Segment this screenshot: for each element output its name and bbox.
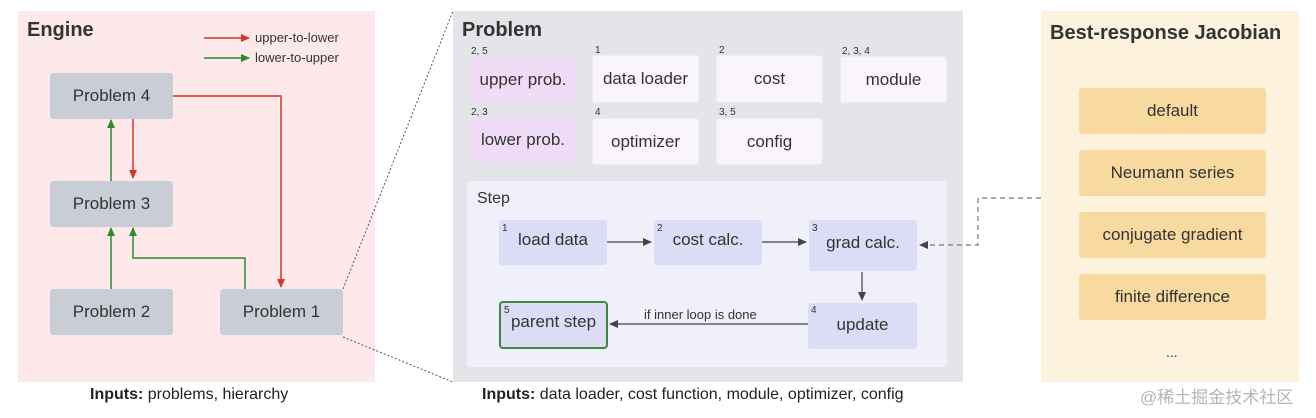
jacobian-panel [1041,11,1299,382]
step-load-data[interactable]: 1 load data [499,220,607,265]
step-sup-update: 4 [811,305,817,316]
component-upper-prob[interactable]: upper prob. [471,57,575,103]
jacobian-title: Best-response Jacobian [1050,22,1282,44]
zoom-line-top [342,10,454,290]
component-optimizer[interactable]: optimizer [592,118,699,165]
step-label-grad-calc: grad calc. [826,232,900,252]
component-sup-module: 2, 3, 4 [842,46,870,57]
step-grad-calc[interactable]: 3 grad calc. [809,220,917,271]
step-cost-calc[interactable]: 2 cost calc. [654,220,762,265]
problem-caption-bold: Inputs: [482,386,536,403]
component-sup-config: 3, 5 [719,107,736,118]
zoom-line-bottom [342,336,454,383]
problem-title: Problem [462,19,543,41]
jacobian-item-default[interactable]: default [1079,88,1266,134]
step-sup-parent-step: 5 [504,305,510,316]
problem-caption-text: data loader, cost function, module, opti… [535,386,904,403]
jacobian-item-neumann-series[interactable]: Neumann series [1079,150,1266,196]
engine-caption: Inputs: problems, hierarchy [90,386,288,404]
step-loop-label: if inner loop is done [644,307,757,322]
step-label-cost-calc: cost calc. [672,229,744,249]
component-cost[interactable]: cost [716,55,823,103]
jacobian-item-conjugate-gradient[interactable]: conjugate gradient [1079,212,1266,258]
component-sup-upper-prob: 2, 5 [471,46,488,57]
legend-lower-to-upper: lower-to-upper [255,50,339,65]
jacobian-item-finite-difference[interactable]: finite difference [1079,274,1266,320]
step-label-update: update [836,315,889,334]
component-sup-data-loader: 1 [595,45,601,56]
component-module[interactable]: module [840,56,947,103]
watermark: @稀土掘金技术社区 [1140,388,1294,407]
step-sup-grad-calc: 3 [812,223,818,234]
step-parent-step[interactable]: 5 parent step [499,301,608,349]
engine-node-problem-1[interactable]: Problem 1 [220,289,343,335]
step-sup-load-data: 1 [502,223,508,234]
jacobian-ellipsis: ... [1166,344,1178,360]
engine-node-problem-4[interactable]: Problem 4 [50,73,173,119]
component-data-loader[interactable]: data loader [592,55,699,103]
engine-node-problem-3[interactable]: Problem 3 [50,181,173,227]
step-update[interactable]: 4 update [808,303,917,349]
component-sup-cost: 2 [719,45,725,56]
step-label-parent-step: parent step [510,312,597,331]
engine-caption-text: problems, hierarchy [143,386,289,403]
engine-title: Engine [27,19,94,41]
component-config[interactable]: config [716,118,823,165]
engine-caption-bold: Inputs: [90,386,144,403]
component-lower-prob[interactable]: lower prob. [471,117,575,163]
step-title: Step [477,190,510,207]
step-label-load-data: load data [518,229,588,249]
edge-jacobian-to-grad [919,197,1041,249]
component-sup-lower-prob: 2, 3 [471,107,488,118]
edge-p4-to-p1 [173,95,285,288]
edge-p1-to-p3 [129,227,246,289]
legend-upper-to-lower: upper-to-lower [255,30,339,45]
component-sup-optimizer: 4 [595,107,601,118]
engine-node-problem-2[interactable]: Problem 2 [50,289,173,335]
problem-caption: Inputs: data loader, cost function, modu… [482,386,904,404]
step-sup-cost-calc: 2 [657,223,663,234]
